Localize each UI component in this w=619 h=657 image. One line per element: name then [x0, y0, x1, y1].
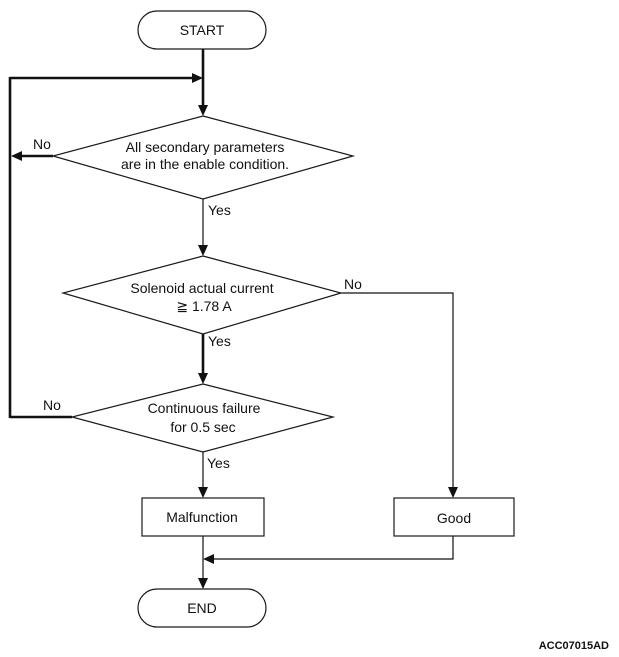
edge-label-current-no: No — [344, 276, 362, 292]
arrowhead-into-end — [198, 578, 208, 589]
arrowhead-current-yes — [198, 373, 208, 384]
end-terminal — [137, 588, 267, 628]
arrowhead-current-no — [448, 487, 458, 498]
edge-label-current-yes: Yes — [208, 333, 231, 349]
arrowhead-params-yes — [198, 245, 208, 256]
connector-current-no — [341, 292, 454, 489]
edge-label-failure-yes: Yes — [207, 455, 230, 471]
decision-solenoid-current-line2: ≧ 1.78 A — [176, 298, 232, 314]
end-label: END — [187, 600, 217, 616]
decision-secondary-parameters-line1: All secondary parameters — [126, 139, 285, 155]
arrowhead-good-merge — [203, 554, 214, 564]
arrowhead-params-no — [11, 151, 22, 161]
decision-secondary-parameters-line2: are in the enable condition. — [121, 156, 289, 172]
malfunction-label: Malfunction — [166, 509, 238, 525]
connector-good-merge — [213, 536, 454, 560]
good-box — [393, 497, 515, 537]
edge-label-params-yes: Yes — [208, 202, 231, 218]
decision-secondary-parameters — [50, 115, 356, 200]
loop-top-arrowhead — [192, 73, 203, 83]
decision-solenoid-current-line1: Solenoid actual current — [130, 280, 273, 296]
decision-continuous-failure-line2: for 0.5 sec — [170, 419, 235, 435]
edge-label-params-no: No — [33, 136, 51, 152]
start-label: START — [180, 22, 225, 38]
decision-solenoid-current — [60, 255, 344, 335]
decision-continuous-failure-line1: Continuous failure — [148, 400, 261, 416]
arrowhead-into-params — [198, 105, 208, 116]
arrowhead-failure-yes — [198, 487, 208, 498]
edge-label-failure-no: No — [43, 397, 61, 413]
start-terminal — [137, 10, 267, 50]
good-label: Good — [437, 510, 471, 526]
reference-code: ACC07015AD — [539, 640, 609, 652]
malfunction-box — [141, 497, 265, 537]
decision-continuous-failure — [69, 383, 336, 453]
